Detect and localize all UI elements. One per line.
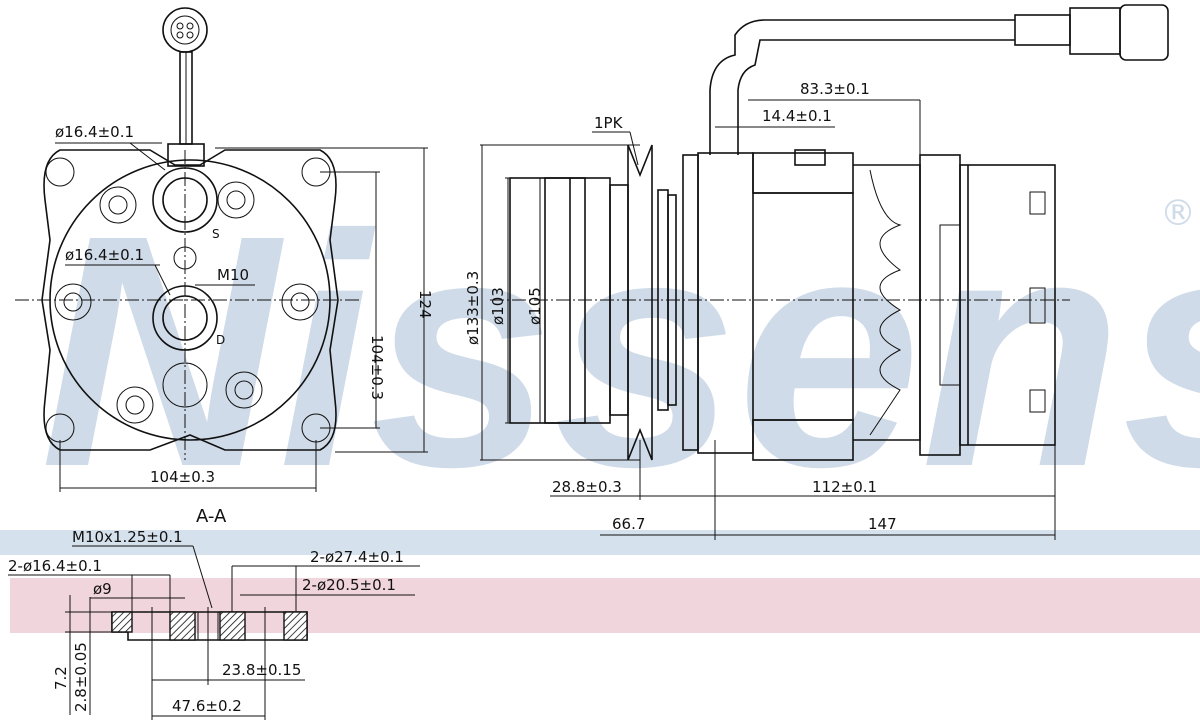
dim-2-dia-16-4: 2-ø16.4±0.1: [8, 557, 102, 575]
dim-diameter-105: ø105: [526, 287, 544, 325]
dim-width: 104±0.3: [150, 468, 215, 486]
dim-2-dia-27-4: 2-ø27.4±0.1: [310, 548, 404, 566]
dim-23-8: 23.8±0.15: [222, 661, 301, 679]
dim-diameter-103: ø103: [489, 287, 507, 325]
blue-band: [0, 530, 1200, 555]
belt-type-label: 1PK: [594, 114, 624, 132]
dim-28-8: 28.8±0.3: [552, 478, 622, 496]
dim-dia-9: ø9: [93, 580, 112, 598]
section-thread-label: M10x1.25±0.1: [72, 528, 183, 546]
dim-height-2-8: 2.8±0.05: [72, 642, 90, 712]
dim-112: 112±0.1: [812, 478, 877, 496]
dim-height-outer: 124: [416, 290, 434, 319]
dim-147: 147: [868, 515, 897, 533]
dim-pulley-outer-diameter: ø133±0.3: [464, 271, 482, 345]
dim-66-7: 66.7: [612, 515, 645, 533]
dim-83-3: 83.3±0.1: [800, 80, 870, 98]
dim-2-dia-20-5: 2-ø20.5±0.1: [302, 576, 396, 594]
front-view: ø16.4±0.1 ø16.4±0.1 M10 S D 104±0.3 124 …: [15, 7, 434, 527]
section-view: 7.2 2.8±0.05 M10x1.25±0.1 2-ø16.4±0.1 ø9…: [8, 528, 420, 720]
dim-14-4: 14.4±0.1: [762, 107, 832, 125]
dim-height-7-2: 7.2: [52, 666, 70, 690]
dim-port-d-diameter: ø16.4±0.1: [65, 246, 144, 264]
dim-port-s-diameter: ø16.4±0.1: [55, 123, 134, 141]
section-label: A-A: [196, 506, 227, 527]
thread-label: M10: [217, 266, 249, 284]
dim-47-6: 47.6±0.2: [172, 697, 242, 715]
dim-height-inner: 104±0.3: [368, 335, 386, 400]
registered-mark: ®: [1160, 193, 1196, 234]
port-s-label: S: [212, 227, 220, 241]
port-d-label: D: [216, 333, 225, 347]
connector-plug: [162, 7, 208, 53]
side-view: ø133±0.3 ø103 ø105 1PK 83.3±0.1 14.4±0.1…: [464, 4, 1169, 540]
watermark-logo: Nissens: [40, 166, 1200, 535]
